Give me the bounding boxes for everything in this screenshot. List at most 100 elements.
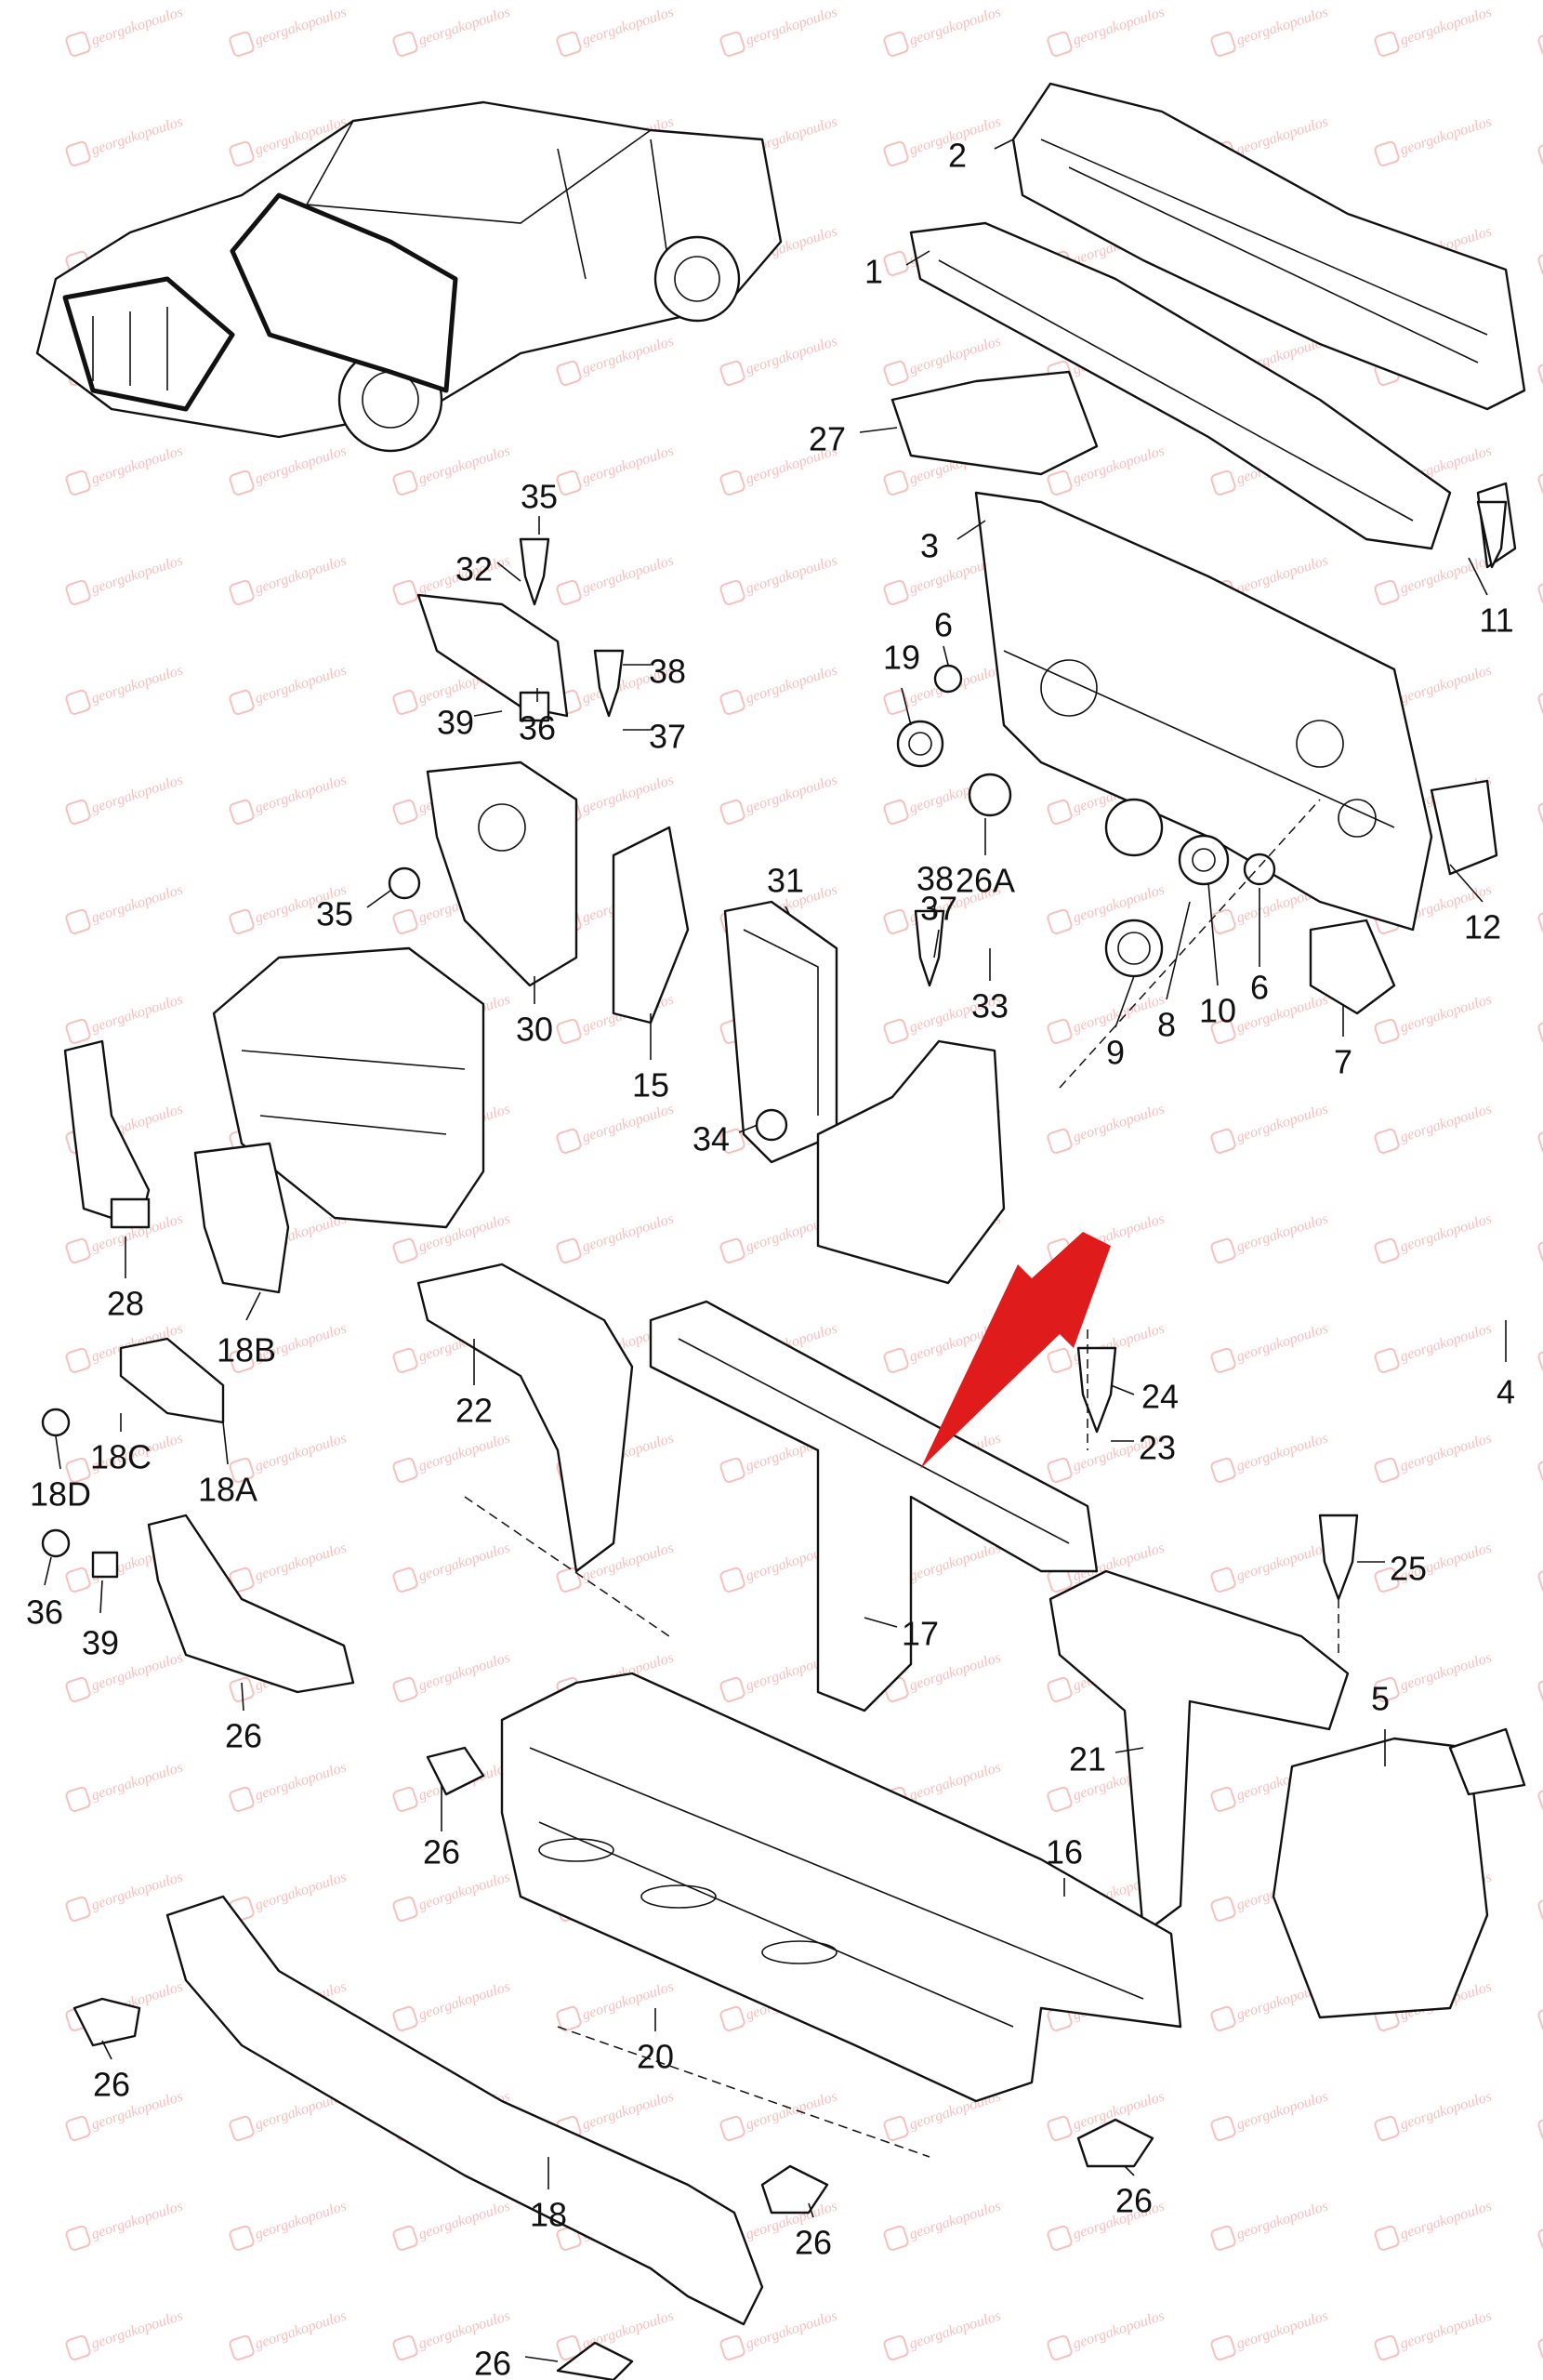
watermark-logo xyxy=(1537,1018,1543,1044)
watermark-mark: georgakopoulos xyxy=(392,2198,512,2251)
callout-label: 31 xyxy=(767,862,804,900)
watermark-mark: georgakopoulos xyxy=(65,991,185,1044)
watermark-logo xyxy=(1537,689,1543,715)
watermark-text: georgakopoulos xyxy=(580,443,676,487)
watermark-logo xyxy=(1374,1457,1400,1483)
watermark-logo xyxy=(556,579,582,605)
watermark-text: georgakopoulos xyxy=(89,113,185,158)
watermark-logo xyxy=(1210,2005,1236,2031)
watermark-mark: georgakopoulos xyxy=(1047,1101,1167,1154)
watermark-mark: georgakopoulos xyxy=(65,443,185,496)
watermark-logo xyxy=(1210,1786,1236,1812)
watermark-logo xyxy=(1374,2115,1400,2141)
watermark-mark: georgakopoulos xyxy=(1374,113,1494,166)
watermark-logo xyxy=(65,1786,91,1812)
watermark-logo xyxy=(883,1018,909,1044)
watermark-text: georgakopoulos xyxy=(253,443,349,487)
leader-line xyxy=(738,1124,758,1133)
part-34-bracket xyxy=(816,1039,1006,1285)
callout-label: 38 xyxy=(649,653,686,691)
watermark-logo xyxy=(1374,1237,1400,1263)
watermark-logo xyxy=(65,469,91,496)
watermark-text: georgakopoulos xyxy=(1234,4,1330,48)
watermark-text: georgakopoulos xyxy=(1234,991,1330,1036)
callout-label: 6 xyxy=(1250,969,1269,1007)
watermark-logo xyxy=(1210,1896,1236,1922)
watermark-logo xyxy=(883,250,909,276)
part-18-lower-cross-member xyxy=(165,1895,764,2326)
leader-line xyxy=(241,1682,244,1712)
leader-line xyxy=(1110,1384,1135,1395)
watermark-mark: georgakopoulos xyxy=(65,1759,185,1812)
leader-lines xyxy=(44,139,1507,2362)
callout-label: 23 xyxy=(1139,1429,1176,1467)
watermark-logo xyxy=(556,469,582,496)
part-20-cross-member xyxy=(500,1672,1182,2103)
watermark-logo xyxy=(883,908,909,934)
part-1-plenum-panel xyxy=(909,221,1452,550)
watermark-text: georgakopoulos xyxy=(907,1759,1003,1804)
watermark-logo xyxy=(1047,1457,1073,1483)
callout-label: 25 xyxy=(1390,1550,1427,1588)
watermark-logo xyxy=(1374,140,1400,166)
watermark-mark: georgakopoulos xyxy=(883,4,1003,57)
leader-line xyxy=(366,890,391,908)
callout-label: 36 xyxy=(519,709,556,747)
watermark-mark: georgakopoulos xyxy=(1537,2334,1543,2360)
watermark-mark: georgakopoulos xyxy=(65,2307,185,2360)
watermark-text: georgakopoulos xyxy=(1398,662,1494,707)
leader-line xyxy=(933,929,940,959)
watermark-logo xyxy=(229,2225,255,2251)
watermark-logo xyxy=(1210,31,1236,57)
watermark-text: georgakopoulos xyxy=(907,1649,1003,1694)
watermark-logo xyxy=(1210,1237,1236,1263)
callout-label: 16 xyxy=(1046,1833,1083,1871)
watermark-logo xyxy=(392,1676,418,1702)
watermark-logo xyxy=(1047,1347,1073,1373)
leader-line xyxy=(1114,975,1135,1028)
leader-line xyxy=(101,2040,112,2060)
watermark-text: georgakopoulos xyxy=(1234,1430,1330,1474)
watermark-text: georgakopoulos xyxy=(1071,1101,1167,1145)
watermark-text: georgakopoulos xyxy=(580,1978,676,2023)
watermark-logo xyxy=(229,31,255,57)
watermark-logo xyxy=(719,31,745,57)
watermark-mark: georgakopoulos xyxy=(883,2198,1003,2251)
watermark-logo xyxy=(1374,2334,1400,2360)
watermark-text: georgakopoulos xyxy=(1234,1101,1330,1145)
watermark-mark: georgakopoulos xyxy=(1047,4,1167,57)
watermark-logo xyxy=(1047,799,1073,825)
callout-label: 20 xyxy=(637,2038,674,2076)
watermark-text: georgakopoulos xyxy=(580,1210,676,1255)
callout-label: 4 xyxy=(1497,1373,1515,1411)
watermark-logo xyxy=(392,1237,418,1263)
watermark-text: georgakopoulos xyxy=(744,2307,839,2352)
watermark-logo xyxy=(1537,360,1543,386)
watermark-logo xyxy=(883,689,909,715)
car-overview-illustration xyxy=(35,100,783,453)
watermark-logo xyxy=(1210,2334,1236,2360)
watermark-logo xyxy=(229,799,255,825)
watermark-logo xyxy=(1374,1128,1400,1154)
watermark-logo xyxy=(392,2225,418,2251)
watermark-logo xyxy=(719,2115,745,2141)
watermark-text: georgakopoulos xyxy=(580,333,676,377)
watermark-logo xyxy=(1047,1128,1073,1154)
watermark-text: georgakopoulos xyxy=(744,4,839,48)
watermark-text: georgakopoulos xyxy=(1398,1320,1494,1365)
part-33-bracket xyxy=(416,593,569,722)
watermark-text: georgakopoulos xyxy=(253,772,349,816)
watermark-text: georgakopoulos xyxy=(580,4,676,48)
watermark-text: georgakopoulos xyxy=(1398,1210,1494,1255)
watermark-logo xyxy=(229,1676,255,1702)
watermark-text: georgakopoulos xyxy=(1234,2198,1330,2242)
watermark-mark: georgakopoulos xyxy=(1537,1786,1543,1812)
bolts xyxy=(41,500,1508,2380)
watermark-logo xyxy=(719,1457,745,1483)
watermark-logo xyxy=(392,1567,418,1593)
watermark-mark: georgakopoulos xyxy=(1537,908,1543,934)
watermark-logo xyxy=(229,1347,255,1373)
watermark-logo xyxy=(65,689,91,715)
watermark-text: georgakopoulos xyxy=(1071,2307,1167,2352)
